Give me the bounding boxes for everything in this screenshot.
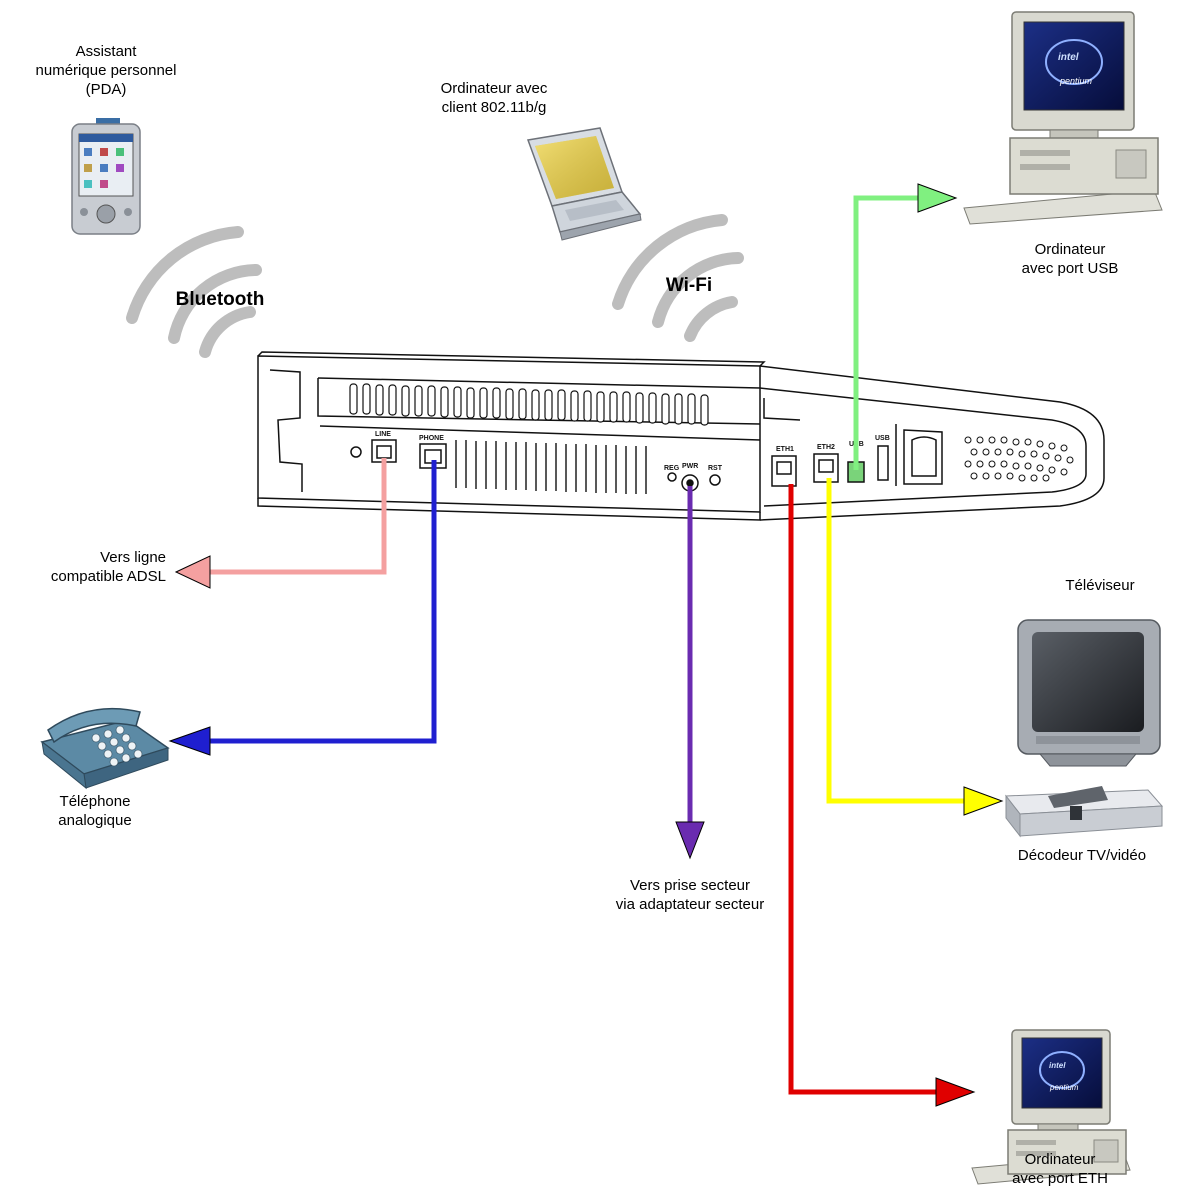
label-eth-computer: Ordinateur avec port ETH <box>1012 1151 1108 1187</box>
label-usb-computer: Ordinateur avec port USB <box>1021 241 1119 277</box>
port-label-reg: REG <box>664 465 680 472</box>
label-wifi: Wi-Fi <box>665 275 713 296</box>
cable-eth <box>788 484 940 1095</box>
router-vents-side <box>964 436 1074 482</box>
arrow-usb <box>917 183 958 213</box>
svg-text:intel: intel <box>1058 52 1079 63</box>
router-vents-top <box>349 383 709 426</box>
desktop-eth-icon: intel pentium <box>971 1029 1131 1185</box>
television-icon <box>1017 619 1161 767</box>
bluetooth-waves <box>126 226 262 358</box>
label-decoder: Décodeur TV/vidéo <box>1017 847 1147 864</box>
svg-text:intel: intel <box>1049 1061 1066 1070</box>
port-label-eth1: ETH1 <box>776 446 794 453</box>
wifi-waves <box>612 214 744 342</box>
arrow-adsl <box>174 555 211 589</box>
decoder-icon <box>1005 786 1164 838</box>
port-label-pwr: PWR <box>682 463 698 470</box>
label-bluetooth: Bluetooth <box>175 289 265 310</box>
router-ports <box>350 439 889 492</box>
label-pda: Assistant numérique personnel (PDA) <box>35 43 177 98</box>
desktop-usb-icon: intel pentium <box>963 11 1163 225</box>
arrow-power <box>675 821 705 860</box>
cable-adsl <box>204 458 387 575</box>
pda-icon <box>71 118 141 235</box>
arrow-decoder <box>963 786 1004 816</box>
label-laptop: Ordinateur avec client 802.11b/g <box>440 80 548 116</box>
arrow-eth <box>935 1077 976 1107</box>
port-label-rst: RST <box>708 465 723 472</box>
svg-text:pentium: pentium <box>1049 1083 1079 1092</box>
arrow-phone <box>168 726 211 756</box>
label-power: Vers prise secteur via adaptateur secteu… <box>615 877 765 913</box>
label-telephone: Téléphone analogique <box>58 793 132 829</box>
svg-text:pentium: pentium <box>1059 76 1093 86</box>
cable-phone <box>200 460 437 744</box>
router-vents-lower <box>455 440 647 494</box>
label-adsl: Vers ligne compatible ADSL <box>50 549 166 585</box>
port-label-phone: PHONE <box>419 435 444 442</box>
cable-usb <box>853 195 920 470</box>
port-label-eth2: ETH2 <box>817 444 835 451</box>
telephone-icon <box>40 707 170 790</box>
port-label-line: LINE <box>375 431 391 438</box>
laptop-icon <box>526 127 642 241</box>
label-television: Téléviseur <box>1065 577 1135 594</box>
cable-decoder <box>826 478 966 804</box>
port-label-usb-a: USB <box>875 435 890 442</box>
